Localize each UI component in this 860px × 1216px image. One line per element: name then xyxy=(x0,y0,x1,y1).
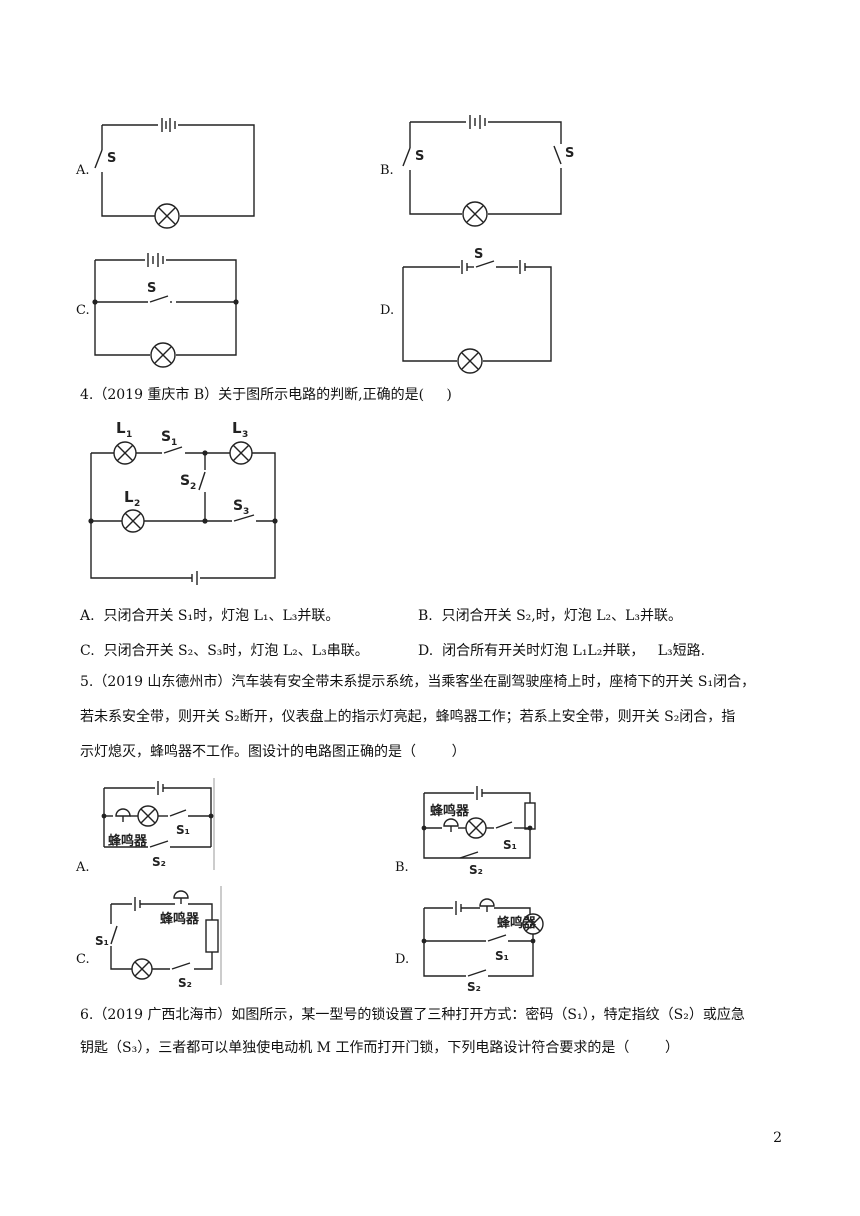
switch-label: S xyxy=(415,149,424,164)
switch-label: S xyxy=(180,473,190,489)
buzzer-label: 蜂鸣器 xyxy=(497,915,537,931)
option-label: B. xyxy=(395,860,409,875)
option-label: C. xyxy=(76,303,90,318)
switch-label-sub: 1 xyxy=(171,438,177,448)
switch-label: S₁ xyxy=(495,949,509,963)
switch-label: S₁ xyxy=(176,823,190,837)
q4-choice-d[interactable]: D. 闭合所有开关时灯泡 L₁L₂并联， L₃短路. xyxy=(418,643,706,659)
switch-label-sub: 2 xyxy=(190,482,196,492)
lamp-label-sub: 3 xyxy=(242,430,248,440)
question-5-stem-line1: 5.（2019 山东德州市）汽车装有安全带未系提示系统，当乘客坐在副驾驶座椅上时… xyxy=(80,674,756,690)
option-label: D. xyxy=(395,952,410,967)
switch-label-sub: 3 xyxy=(243,507,249,517)
switch-label: S₂ xyxy=(467,980,481,994)
switch-label: S₁ xyxy=(503,838,517,852)
buzzer-label: 蜂鸣器 xyxy=(160,911,200,927)
option-label: A. xyxy=(76,860,90,875)
page-number: 2 xyxy=(773,1130,782,1146)
switch-label: S xyxy=(147,281,156,296)
switch-label: S xyxy=(233,498,243,514)
switch-label: S xyxy=(107,151,116,166)
switch-label: S₂ xyxy=(152,855,166,869)
option-label: B. xyxy=(380,163,394,178)
lamp-label: L xyxy=(124,488,134,506)
option-label: D. xyxy=(380,303,395,318)
q4-choice-c[interactable]: C. 只闭合开关 S₂、S₃时，灯泡 L₂、L₃串联。 xyxy=(80,643,369,659)
switch-label: S₂ xyxy=(178,976,192,990)
switch-label: S₁ xyxy=(95,934,109,948)
switch-label: S xyxy=(565,146,574,161)
question-6-stem-line1: 6.（2019 广西北海市）如图所示，某一型号的锁设置了三种打开方式：密码（S₁… xyxy=(80,1007,745,1023)
q4-choice-b[interactable]: B. 只闭合开关 S₂,时，灯泡 L₂、L₃并联。 xyxy=(418,608,683,624)
lamp-label-sub: 2 xyxy=(134,499,140,509)
lamp-label-sub: 1 xyxy=(126,430,132,440)
question-5-stem-line2: 若未系安全带，则开关 S₂断开，仪表盘上的指示灯亮起，蜂鸣器工作；若系上安全带，… xyxy=(80,709,736,725)
switch-label: S₂ xyxy=(469,863,483,877)
lamp-label: L xyxy=(116,419,126,437)
switch-label: S xyxy=(474,247,483,262)
question-4-stem: 4.（2019 重庆市 B）关于图所示电路的判断,正确的是( ) xyxy=(80,387,452,403)
switch-label: S xyxy=(161,429,171,445)
buzzer-label: 蜂鸣器 xyxy=(430,803,470,819)
option-label: A. xyxy=(76,163,90,178)
buzzer-label: 蜂鸣器 xyxy=(108,833,148,849)
lamp-label: L xyxy=(232,419,242,437)
q4-choice-a[interactable]: A. 只闭合开关 S₁时，灯泡 L₁、L₃并联。 xyxy=(80,608,340,624)
question-6-stem-line2: 钥匙（S₃），三者都可以单独使电动机 M 工作而打开门锁，下列电路设计符合要求的… xyxy=(80,1040,680,1056)
option-label: C. xyxy=(76,952,90,967)
question-5-stem-line3: 示灯熄灭，蜂鸣器不工作。图设计的电路图正确的是（ ） xyxy=(80,744,466,760)
